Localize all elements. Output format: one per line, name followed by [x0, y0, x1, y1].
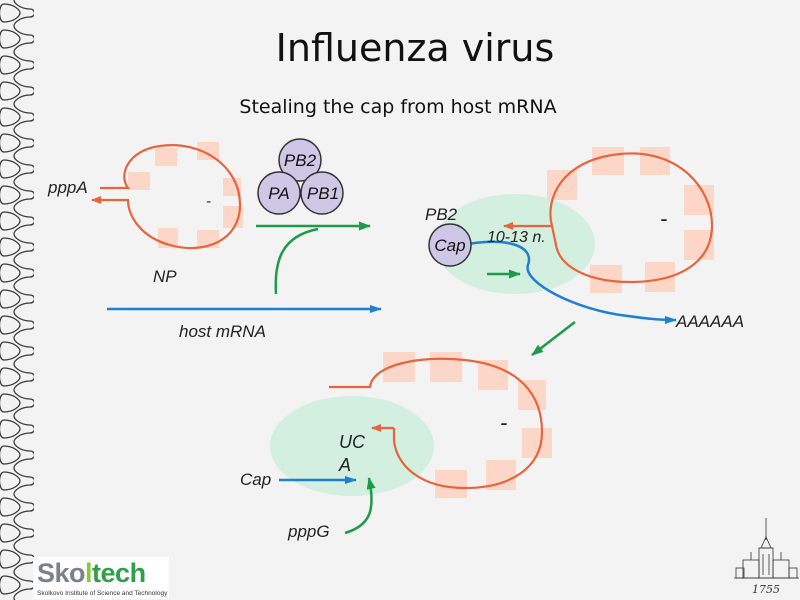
pb1-subunit [300, 171, 344, 215]
logo-wordmark: Skoltech [37, 558, 146, 588]
label-minus-strand-1: - [206, 193, 211, 210]
label-polyA: AAAAAA [675, 312, 744, 331]
green-transition-arrow [531, 321, 576, 356]
logo-tagline: Skolkovo Institute of Science and Techno… [37, 590, 168, 597]
label-pa: PA [268, 184, 289, 203]
label-minus-strand-2: - [660, 206, 667, 231]
year-label: 1755 [752, 583, 780, 596]
university-building-drawing [734, 518, 799, 579]
green-curved-arrow [274, 227, 319, 295]
decorative-chain-border [0, 0, 34, 600]
vrna-loop-panel1 [91, 144, 242, 250]
label-pb2-bound: PB2 [425, 205, 458, 224]
label-a: A [338, 455, 351, 475]
pb2-subunit [278, 138, 322, 182]
label-pppA: pppA [47, 178, 88, 197]
label-host-mrna: host mRNA [179, 322, 266, 341]
slide-subtitle: Stealing the cap from host mRNA [239, 96, 557, 118]
slide-title: Influenza virus [275, 26, 555, 70]
label-pb1: PB1 [307, 184, 339, 203]
label-10-13-nt: 10-13 n. [487, 229, 546, 246]
label-pppG: pppG [287, 522, 330, 541]
label-minus-strand-3: - [500, 410, 507, 435]
gtp-arrow [344, 477, 376, 535]
pa-subunit [257, 171, 301, 215]
label-cap: Cap [434, 236, 465, 255]
label-uc: UC [339, 432, 366, 452]
polymerase-complex: PB2 PA PB1 [257, 138, 344, 215]
skoltech-logo: Skoltech Skolkovo Institute of Science a… [33, 557, 169, 599]
np-squares-panel2 [547, 147, 714, 293]
label-cap-bottom: Cap [240, 470, 271, 489]
label-pb2: PB2 [284, 151, 317, 170]
complex-halo-panel3 [270, 396, 434, 496]
cap-bound-pb2 [428, 223, 472, 267]
vrna-loop-panel3 [329, 357, 544, 490]
host-mrna-panel2 [457, 240, 677, 324]
label-np: NP [153, 267, 177, 286]
vrna-loop-panel2 [549, 152, 714, 284]
